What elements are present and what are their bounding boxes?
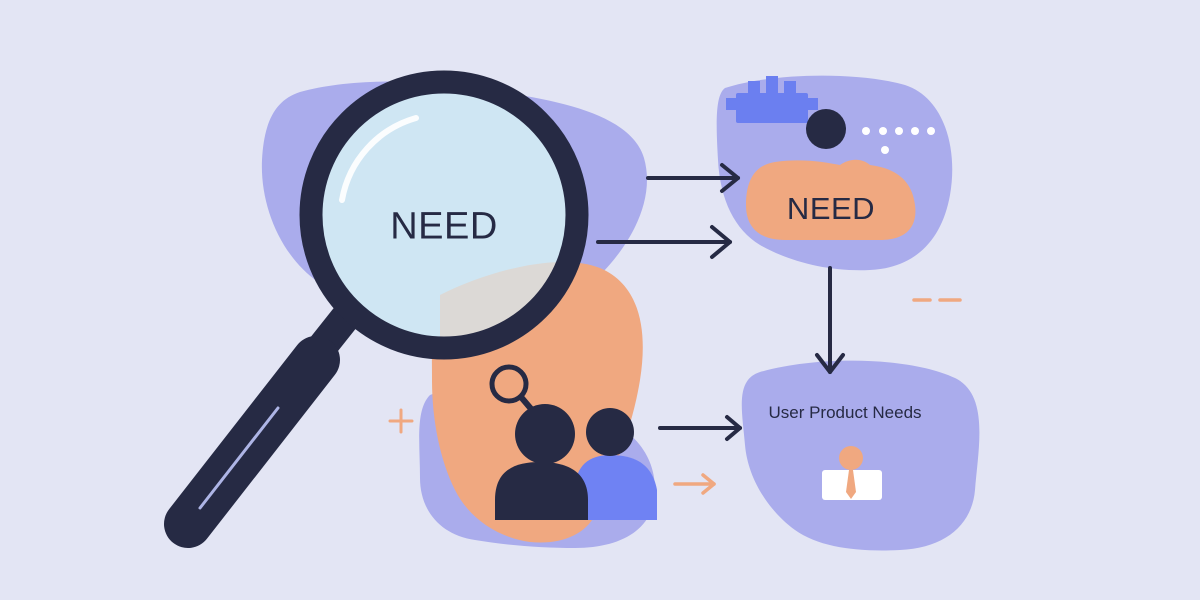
arrow-cloud-to-needs: [815, 266, 845, 374]
person-front-head: [515, 404, 575, 464]
lens-glare: [339, 115, 419, 203]
plus-icon: [388, 408, 414, 434]
arrow-lens-to-cloud-upper: [646, 163, 740, 193]
lens-label: NEED: [390, 205, 498, 248]
need-cloud: [746, 159, 916, 240]
ellipsis-icon: [862, 127, 935, 154]
arrow-icon: [596, 163, 845, 441]
businessman-tie: [846, 470, 856, 499]
dot-icon: [806, 109, 846, 149]
person-back-head: [586, 408, 634, 456]
needs-label: User Product Needs: [768, 403, 922, 422]
cloud-label: NEED: [786, 191, 876, 226]
arrow-lens-to-cloud-lower: [596, 225, 732, 259]
small-magnifier-icon: [489, 364, 535, 413]
orange-arrow-icon: [673, 473, 716, 495]
user-group-icon: [495, 404, 657, 520]
arrow-people-to-needs: [658, 415, 742, 441]
lens-rim: [299, 70, 589, 360]
businessman-head: [839, 446, 863, 470]
gear-icon: [726, 76, 818, 123]
handle-highlight: [198, 406, 280, 510]
person-back-body: [575, 455, 657, 520]
magnifying-glass-icon: [164, 70, 589, 548]
lens-overlap-tint: [440, 261, 567, 338]
businessman-icon: [822, 446, 882, 500]
person-front-body: [495, 462, 588, 520]
